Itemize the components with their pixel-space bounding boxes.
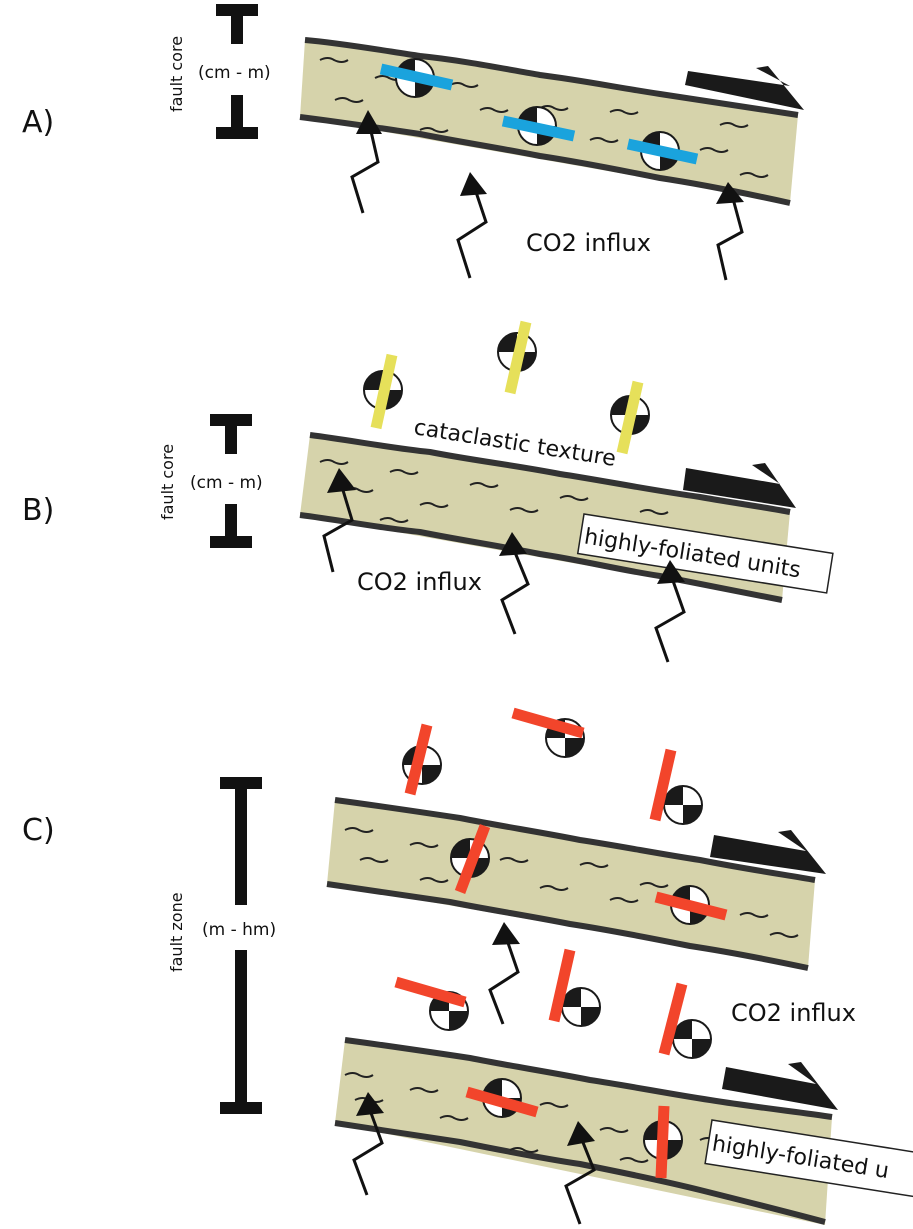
panel-c-middle-fault-plane-bars xyxy=(394,948,688,1056)
panel-c-upper-band-top-edge xyxy=(334,797,816,883)
panel-b-scale-range: (cm - m) xyxy=(190,473,263,493)
panel-c-scale-label: fault zone xyxy=(167,892,186,972)
panel-a-scale-range: (cm - m) xyxy=(198,63,271,83)
panel-b-band-top-edge xyxy=(309,432,791,515)
panel-c-upper-foliation xyxy=(344,827,799,938)
panel-a-letter: A) xyxy=(22,105,54,140)
panel-c-upper-fault-block xyxy=(327,800,815,968)
zigzag-arrow-icon xyxy=(716,182,744,281)
panel-a-band-bottom-edge xyxy=(299,114,791,206)
panel-c-zigzag-arrows xyxy=(352,922,596,1225)
panel-c-lower-shear-arrow xyxy=(722,1062,838,1110)
panel-c-upper-band-bottom-edge xyxy=(326,881,809,971)
panel-b-scale-label: fault core xyxy=(158,444,177,520)
panel-b-scale-bar xyxy=(210,414,252,548)
panel-a-scale-bar xyxy=(216,4,258,139)
panel-c-scale-bar xyxy=(220,777,262,1114)
beachball-icon xyxy=(672,1019,712,1059)
panel-a-zigzag-arrows xyxy=(350,110,744,281)
panel-c: C) fault zone (m - hm) xyxy=(22,707,913,1225)
panel-a-foliation xyxy=(319,57,769,178)
zigzag-arrow-icon xyxy=(456,172,488,279)
panel-b: B) fault core (cm - m) xyxy=(22,320,834,663)
panel-a-fault-plane-bars xyxy=(379,63,699,165)
panel-b-band-bottom-edge xyxy=(299,512,783,603)
panel-c-lower-band-top-edge xyxy=(344,1037,833,1120)
panel-b-focal-mechanisms xyxy=(363,332,650,435)
panel-c-upper-band-bars xyxy=(454,824,728,921)
panel-c-influx-label: CO2 influx xyxy=(731,999,856,1027)
panel-a-shear-arrow xyxy=(685,66,804,110)
panel-b-letter: B) xyxy=(22,493,54,528)
panel-c-lower-band-bottom-edge xyxy=(334,1120,826,1225)
beachball-icon xyxy=(663,785,703,825)
panel-a-band-top-edge xyxy=(304,37,799,118)
panel-a-influx-label: CO2 influx xyxy=(526,229,651,257)
panel-c-upper-shear-arrow xyxy=(710,830,826,874)
zigzag-arrow-icon xyxy=(322,468,356,573)
panel-a-scale-label: fault core xyxy=(167,36,186,112)
beachball-icon xyxy=(561,987,601,1027)
zigzag-arrow-icon xyxy=(654,560,686,663)
zigzag-arrow-icon xyxy=(564,1121,596,1225)
panel-c-upper-fault-plane-bars xyxy=(404,707,677,822)
panel-b-influx-label: CO2 influx xyxy=(357,568,482,596)
panel-b-shear-arrow xyxy=(683,463,796,508)
panel-c-lower-band-bars xyxy=(465,1086,670,1179)
zigzag-arrow-icon xyxy=(350,110,382,214)
panel-a: A) fault core (cm - m) xyxy=(22,4,804,281)
zigzag-arrow-icon xyxy=(352,1092,384,1196)
panel-c-scale-range: (m - hm) xyxy=(202,920,276,940)
panel-b-fault-plane-bars xyxy=(370,320,644,455)
panel-c-lower-foliation xyxy=(344,1072,729,1163)
zigzag-arrow-icon xyxy=(499,532,530,635)
panel-c-letter: C) xyxy=(22,813,55,848)
panel-b-zigzag-arrows xyxy=(322,468,686,663)
zigzag-arrow-icon xyxy=(488,922,520,1025)
